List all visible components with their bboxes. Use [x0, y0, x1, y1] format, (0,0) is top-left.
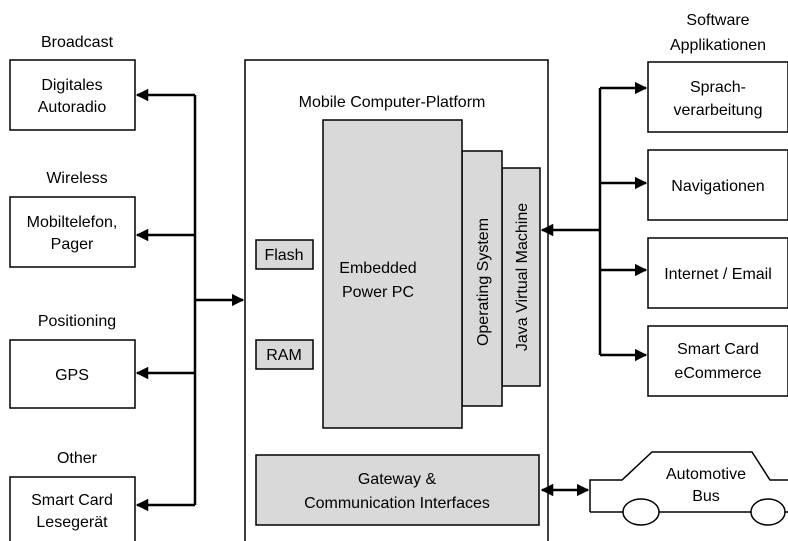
device-label-line: Autoradio	[38, 99, 107, 116]
jvm-label: Java Virtual Machine	[514, 203, 531, 351]
device-label-line: Smart Card	[31, 492, 113, 509]
category-label-broadcast: Broadcast	[41, 34, 114, 51]
device-label-line: Mobiltelefon,	[27, 214, 118, 231]
app-label-line: Internet / Email	[664, 266, 772, 283]
left-column: Broadcast Digitales Autoradio Wireless M…	[9, 34, 245, 541]
software-header-line: Applikationen	[670, 37, 766, 54]
processor-label-line: Power PC	[342, 284, 414, 301]
platform-title: Mobile Computer-Platform	[299, 94, 486, 111]
car-wheel-rear	[750, 498, 786, 526]
device-box-smart-card-reader	[9, 476, 136, 541]
processor-label-line: Embedded	[339, 260, 416, 277]
bus-label-line: Bus	[692, 488, 720, 505]
processor-block	[322, 119, 463, 429]
gateway-label-line: Communication Interfaces	[304, 495, 490, 512]
app-label-line: Smart Card	[677, 341, 759, 358]
gateway-block	[255, 454, 540, 526]
app-label-line: eCommerce	[674, 365, 761, 382]
software-header-line: Software	[686, 12, 749, 29]
device-label-line: GPS	[55, 367, 89, 384]
mobile-computer-platform: Mobile Computer-Platform Embedded Power …	[244, 59, 549, 541]
flash-label: Flash	[264, 247, 303, 264]
app-box-navigationen	[647, 149, 788, 221]
device-label-line: Pager	[51, 236, 94, 253]
flash-memory-box	[255, 239, 314, 270]
operating-system-label: Operating System	[475, 218, 492, 346]
app-box-smart-card-ecommerce	[647, 325, 788, 397]
ram-box	[255, 339, 314, 370]
right-column: Software Applikationen Sprach- verarbeit…	[540, 12, 788, 526]
category-label-wireless: Wireless	[46, 170, 107, 187]
gateway-label-line: Gateway &	[358, 471, 437, 488]
device-label-line: Lesegerät	[36, 514, 108, 531]
bus-label-line: Automotive	[666, 466, 746, 483]
jvm-block	[501, 167, 541, 387]
app-box-internet-email	[647, 237, 788, 309]
device-box-autoradio	[9, 59, 136, 131]
category-label-other: Other	[57, 450, 98, 467]
device-box-mobiltelefon	[9, 196, 136, 268]
app-box-sprachverarbeitung	[647, 61, 788, 133]
car-wheel-front	[622, 498, 660, 526]
ram-label: RAM	[266, 347, 302, 364]
car-body-outline	[589, 451, 788, 512]
app-label-line: verarbeitung	[674, 102, 763, 119]
device-label-line: Digitales	[41, 77, 102, 94]
operating-system-block	[461, 150, 503, 407]
device-box-gps	[9, 339, 136, 409]
app-label-line: Sprach-	[690, 79, 746, 96]
category-label-positioning: Positioning	[38, 313, 116, 330]
app-label-line: Navigationen	[671, 178, 764, 195]
